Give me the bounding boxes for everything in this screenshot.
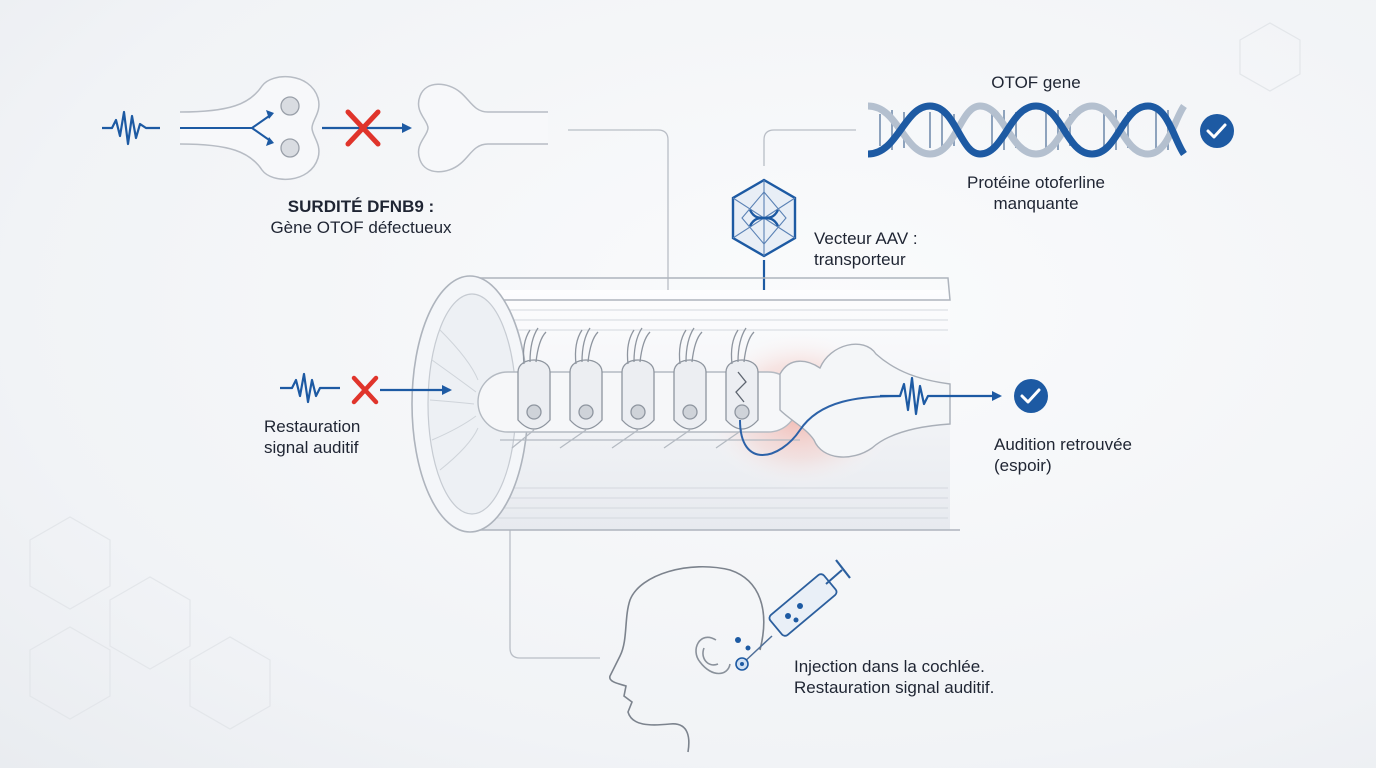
error-cross-icon	[345, 109, 381, 147]
dna-helix-icon	[867, 102, 1187, 158]
hair-cell	[517, 327, 551, 430]
injection-line2: Restauration signal auditif.	[794, 678, 995, 697]
hair-cell	[569, 327, 603, 430]
vector-line2: transporteur	[814, 250, 906, 269]
input-sound-wave-icon	[280, 372, 340, 404]
defective-synapse	[102, 75, 548, 181]
injection-label: Injection dans la cochlée. Restauration …	[794, 656, 1074, 698]
head-profile-icon	[609, 566, 765, 753]
hair-cells	[500, 327, 800, 449]
output-signal-wave	[880, 376, 1002, 416]
hair-cell	[621, 327, 655, 430]
connector-lines	[509, 129, 856, 659]
defect-subtitle: Gène OTOF défectueux	[270, 218, 452, 237]
sound-wave-icon	[102, 110, 160, 146]
hearing-check-icon	[1014, 379, 1048, 413]
defect-label: SURDITÉ DFNB9 : Gène OTOF défectueux	[236, 196, 486, 238]
outcome-label: Audition retrouvée (espoir)	[994, 434, 1194, 476]
input-signal	[280, 372, 452, 405]
left-signal-line2: signal auditif	[264, 438, 359, 457]
left-signal-line1: Restauration	[264, 417, 361, 436]
protein-line2: manquante	[993, 194, 1079, 213]
syringe-icon	[735, 559, 851, 671]
gene-title: OTOF gene	[991, 73, 1081, 92]
gene-check-icon	[1200, 114, 1234, 148]
defect-title: SURDITÉ DFNB9 :	[287, 197, 435, 216]
hair-cell-damaged	[725, 327, 759, 430]
injection-line1: Injection dans la cochlée.	[794, 657, 985, 676]
protein-label: Protéine otoferline manquante	[916, 172, 1156, 214]
input-error-cross-icon	[351, 375, 379, 405]
background-hexagons	[29, 22, 1301, 730]
hair-cell	[673, 327, 707, 430]
nerve-ending	[739, 343, 951, 458]
vector-label: Vecteur AAV : transporteur	[814, 228, 994, 270]
vector-line1: Vecteur AAV :	[814, 229, 918, 248]
left-signal-label: Restauration signal auditif	[264, 416, 424, 458]
outcome-line2: (espoir)	[994, 456, 1052, 475]
protein-line1: Protéine otoferline	[967, 173, 1105, 192]
outcome-line1: Audition retrouvée	[994, 435, 1132, 454]
gene-label: OTOF gene	[936, 72, 1136, 93]
